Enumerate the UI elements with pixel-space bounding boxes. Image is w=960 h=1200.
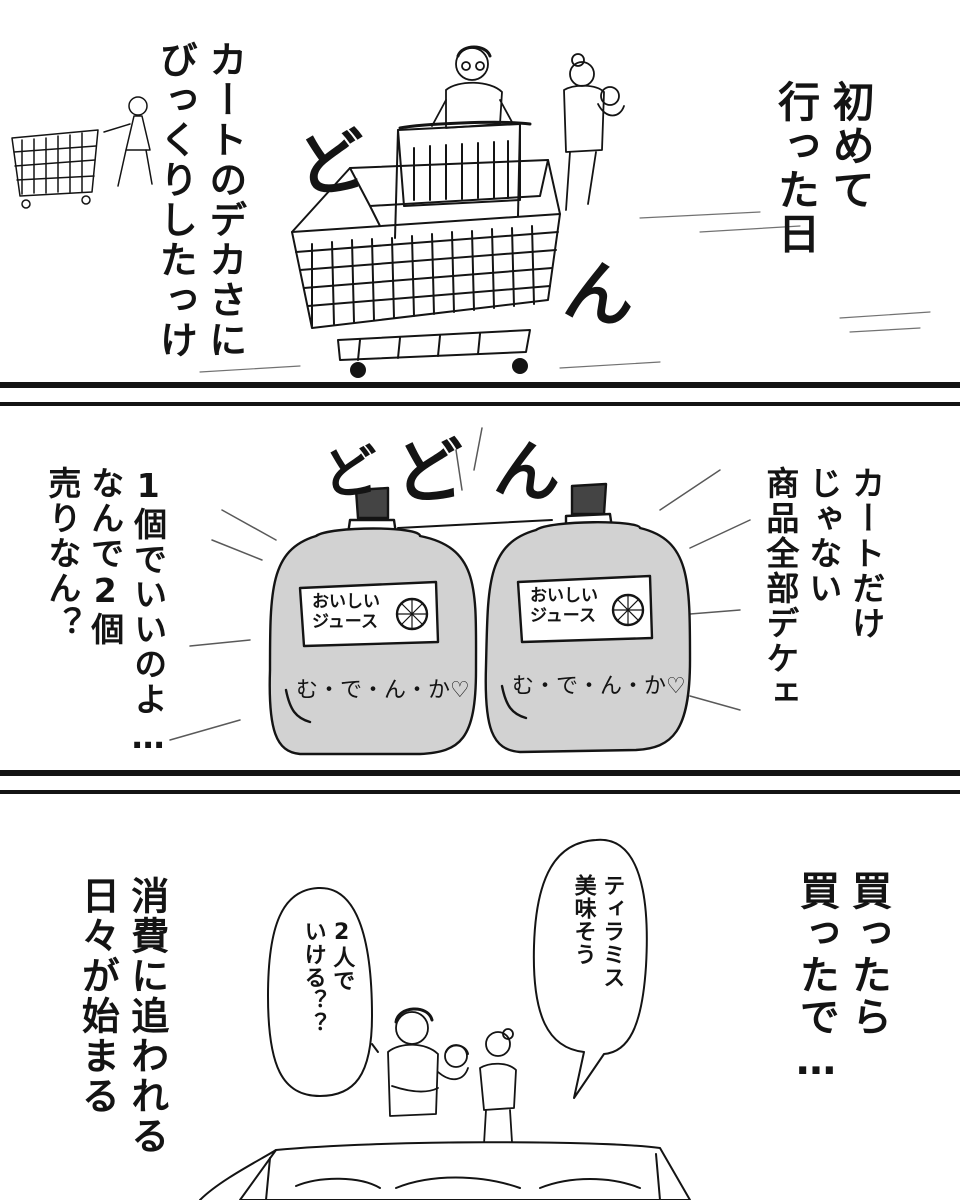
narration-everything-big: カートだけ じゃない 商品全部デケェ <box>760 466 886 711</box>
cart-scene-art <box>11 45 931 378</box>
panel-divider-top <box>0 382 960 388</box>
woman-character-drawing <box>479 1028 517 1145</box>
panel-divider-bottom-second <box>0 790 960 794</box>
sfx-n: ん <box>490 428 567 515</box>
sfx-do-second: ど <box>391 428 468 516</box>
store-freezer-drawing <box>199 1141 691 1200</box>
juice-bottle-right <box>484 482 692 754</box>
narration-why-two: 1個でいいのよ… なんで2個 売りなん？ <box>42 466 168 758</box>
panel-first-visit: 初めて 行った日 カートのデカさに びっくりしたっけ… ど ん <box>0 0 960 382</box>
speech-bubble-two-people-shape <box>267 886 373 1097</box>
giant-cart-drawing <box>291 120 561 378</box>
bottle-label-left: おいしい ジュース <box>312 592 380 632</box>
bottle-brand-right: む・で・ん・か♡ <box>512 674 686 699</box>
panel-consumption: ティラミス 美味そう 2人で いける？？ 買ったら 買ったで… 消費に追われる … <box>0 796 960 1200</box>
shopping-family-art <box>199 838 691 1200</box>
background-cart-drawing <box>11 96 153 209</box>
sfx-do: ど <box>291 118 373 210</box>
speech-bubble-tiramisu-shape <box>532 838 648 1099</box>
bottle-label-right: おいしい ジュース <box>530 586 598 626</box>
panel-divider-top-second <box>0 402 960 406</box>
juice-bottle-left <box>268 486 478 756</box>
speech-bubble-two-people: 2人で いける？？ <box>300 920 355 1035</box>
narration-after-buying: 買ったら 買ったで… <box>793 870 891 1086</box>
woman-with-baby-drawing <box>563 53 625 211</box>
panel-big-products: おいしい ジュース む・で・ん・か♡ おいしい ジュース む・で・ん・か♡ ど … <box>0 410 960 770</box>
narration-consumption-days: 消費に追われる 日々が始まる <box>75 876 169 1156</box>
speech-bubble-tiramisu: ティラミス 美味そう <box>570 874 625 989</box>
man-holding-baby-drawing <box>387 1007 469 1117</box>
sfx-do-first: ど <box>319 438 382 509</box>
narration-cart-size: カートのデカさに びっくりしたっけ… <box>153 40 247 382</box>
bottle-brand-left: む・で・ん・か♡ <box>296 678 470 703</box>
panel-divider-bottom <box>0 770 960 776</box>
man-character-drawing <box>431 45 513 129</box>
juice-bottles-art <box>169 427 751 756</box>
narration-first-visit: 初めて 行った日 <box>771 80 876 256</box>
